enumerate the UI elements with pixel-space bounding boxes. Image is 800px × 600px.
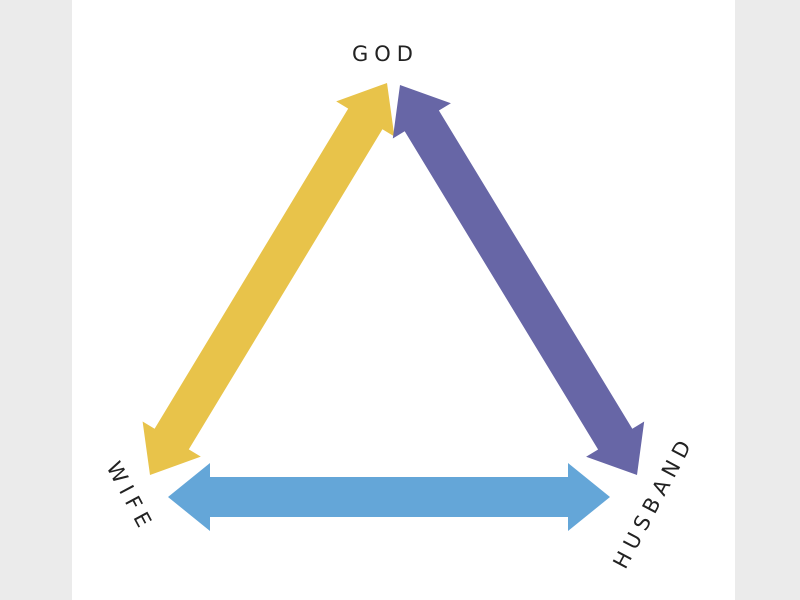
- label-god: GOD: [352, 42, 419, 66]
- god-husband-arrow: [392, 85, 645, 475]
- wife-husband-arrow: [168, 463, 610, 531]
- god-wife-arrow: [142, 83, 395, 475]
